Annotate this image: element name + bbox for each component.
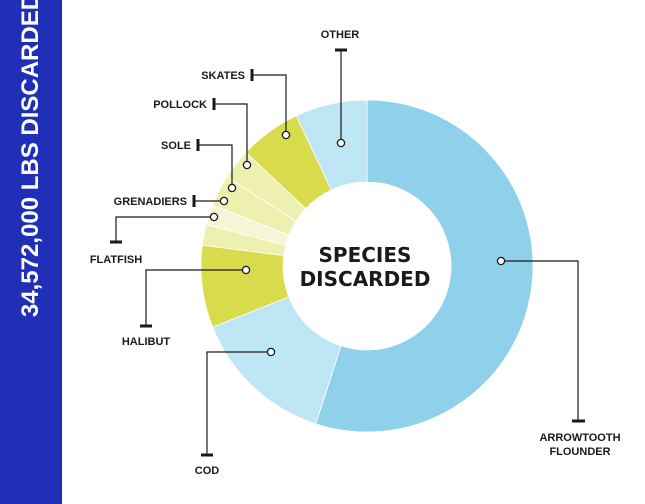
label-halibut: HALIBUT [122,336,171,348]
leader-dot-sole [227,183,237,193]
label-cod: COD [195,465,220,477]
leader-dot-arrowtooth-flounder [496,256,506,266]
center-label-line-1: SPECIES [319,243,412,267]
leader-line-cod [206,351,271,455]
leaders-layer [110,48,585,457]
leader-line-pollock [214,103,248,165]
leader-line-arrowtooth-flounder [501,260,579,421]
center-label: SPECIES DISCARDED [300,243,431,291]
label-skates: SKATES [201,70,245,82]
label-other: OTHER [321,29,360,41]
leader-dot-pollock [242,160,252,170]
leader-dot-grenadiers [219,196,229,206]
leader-line-sole [198,144,233,188]
slice-arrowtooth-flounder [315,99,534,433]
leader-dot-halibut [241,265,251,275]
label-flatfish: FLATFISH [90,254,142,266]
leader-dot-cod [266,347,276,357]
leader-line-flatfish [115,216,214,242]
side-band: 34,572,000 LBS DISCARDED [0,0,62,504]
center-label-line-2: DISCARDED [300,267,431,291]
leader-dot-flatfish [209,212,219,222]
slices-layer [200,99,534,433]
label-pollock: POLLOCK [153,99,207,111]
label-grenadiers: GRENADIERS [114,196,187,208]
leader-line-halibut [145,269,246,326]
slice-other [295,99,368,191]
label-sole: SOLE [161,140,191,152]
leader-dot-other [336,138,346,148]
leader-dot-skates [281,130,291,140]
leader-line-skates [252,74,287,135]
